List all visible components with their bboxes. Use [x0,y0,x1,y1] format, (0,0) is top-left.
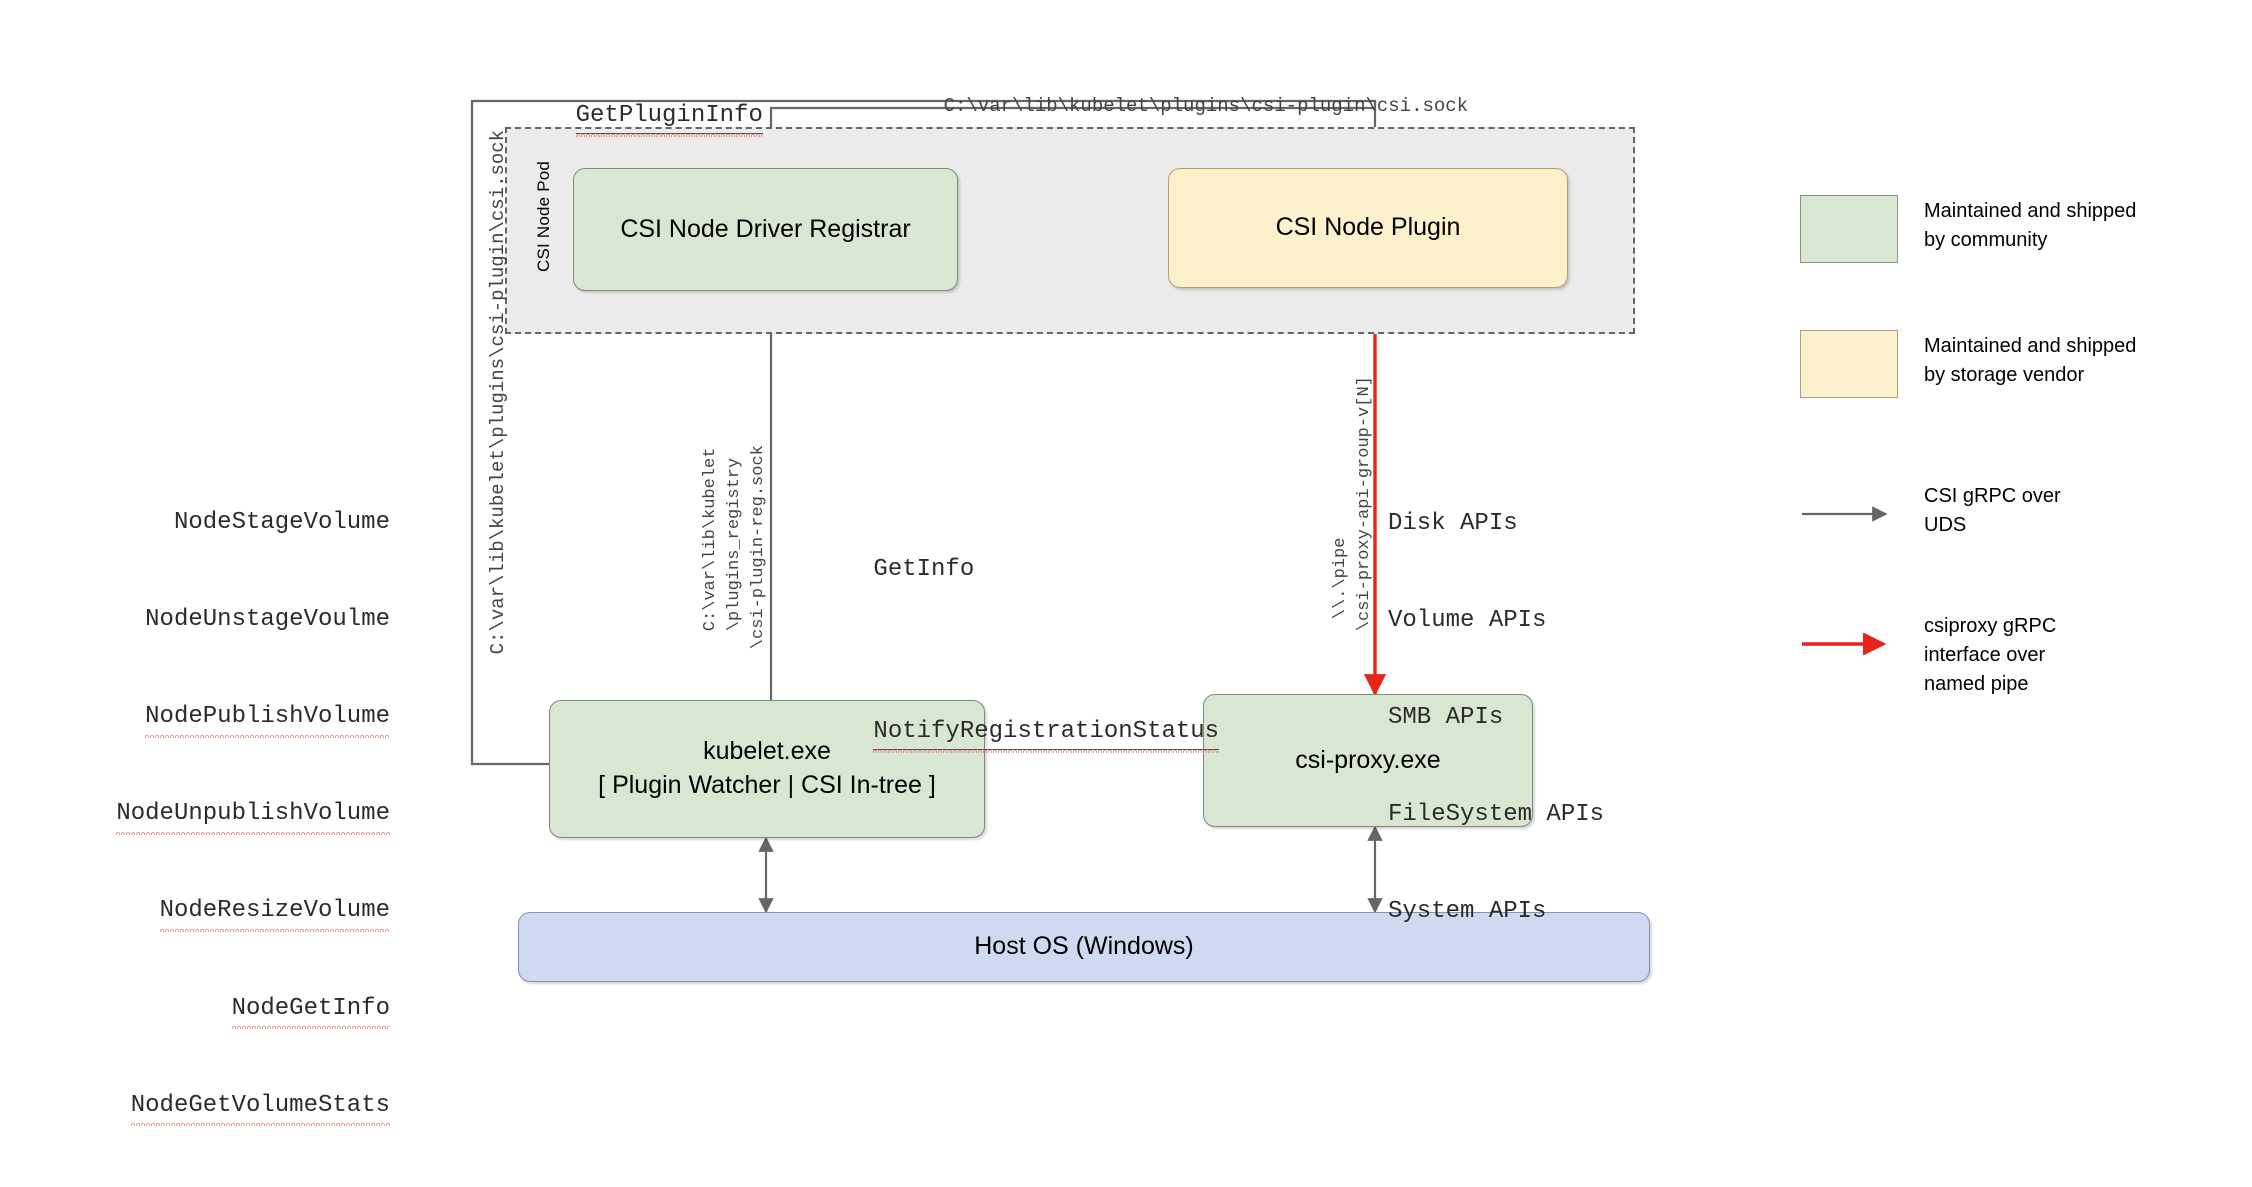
registrar-call-notify-registration-status: NotifyRegistrationStatus [873,716,1220,753]
kubelet-exe-title: kubelet.exe [703,737,831,766]
host-os-label: Host OS (Windows) [974,932,1194,961]
legend-label-csiproxy-named-pipe: csiproxy gRPC interface over named pipe [1924,615,2057,695]
csi-sock-path-top-label: C:\var\lib\kubelet\plugins\csi-plugin\cs… [898,69,1469,143]
legend-label-storage-vendor: Maintained and shipped by storage vendor [1924,335,2137,386]
legend-label-csi-grpc-uds: CSI gRPC over UDS [1924,485,2061,536]
node-csi-node-plugin[interactable]: CSI Node Plugin [1168,168,1568,288]
registrar-call-get-info: GetInfo [873,556,975,584]
rpc-list-item: NodeUnpublishVolume [80,798,390,836]
rpc-list-item: NodeStageVolume [80,507,390,539]
rpc-node-stage-volume: NodeStageVolume [173,508,390,536]
rpc-list-item: NodeGetInfo [80,993,391,1030]
csi-node-rpc-list: NodeStageVolume NodeUnstageVoulme NodePu… [80,442,391,1187]
api-volume: Volume APIs [1388,606,1547,634]
registrar-call-row: GetInfo [787,522,1219,619]
get-plugin-info-text: GetPluginInfo [575,100,764,138]
registry-sock-vertical-line-3: \csi-plugin-reg.sock [726,445,792,690]
api-smb: SMB APIs [1388,704,1504,732]
api-list-item: Disk APIs [1388,508,1604,540]
rpc-node-unpublish-volume: NodeUnpublishVolume [116,798,390,836]
rpc-list-item: NodeResizeVolume [80,895,391,933]
rpc-node-unstage-volume: NodeUnstageVoulme [145,605,390,633]
csi-proxy-exe-label: csi-proxy.exe [1295,745,1441,774]
legend: Maintained and shipped by community Main… [1800,180,2220,720]
csi-node-driver-registrar-label: CSI Node Driver Registrar [620,214,911,243]
legend-item-csiproxy-named-pipe: csiproxy gRPC interface over named pipe [1800,610,2056,699]
rpc-node-resize-volume: NodeResizeVolume [159,895,391,933]
kubelet-exe-subtitle: [ Plugin Watcher | CSI In-tree ] [598,771,936,799]
api-list-item: SMB APIs [1388,702,1604,734]
csi-node-plugin-label: CSI Node Plugin [1275,213,1461,242]
named-pipe-vertical-text-2: \csi-proxy-api-group-v[N] [1355,376,1375,632]
api-filesystem: FileSystem APIs [1388,801,1605,829]
node-csi-node-driver-registrar[interactable]: CSI Node Driver Registrar [573,168,958,291]
legend-label-community: Maintained and shipped by community [1924,200,2137,251]
legend-swatch-yellow-icon [1800,330,1898,398]
rpc-list-item: NodeUnstageVoulme [80,604,390,636]
get-plugin-info-label: GetPluginInfo [518,68,764,166]
rpc-node-publish-volume: NodePublishVolume [145,701,390,738]
legend-item-storage-vendor: Maintained and shipped by storage vendor [1800,330,2136,398]
legend-arrow-gray-icon [1800,480,1898,548]
api-disk: Disk APIs [1388,509,1518,537]
registry-sock-vertical-text-3: \csi-plugin-reg.sock [749,445,769,650]
rpc-node-get-info: NodeGetInfo [231,993,391,1030]
api-list-item: System APIs [1388,896,1604,928]
api-list-item: FileSystem APIs [1388,799,1604,831]
node-host-os[interactable]: Host OS (Windows) [518,912,1650,982]
legend-item-csi-grpc-uds: CSI gRPC over UDS [1800,480,2061,548]
rpc-list-item: NodePublishVolume [80,701,390,738]
registrar-call-labels: GetInfo NotifyRegistrationStatus [787,457,1220,847]
csi-sock-path-top-text: C:\var\lib\kubelet\plugins\csi-plugin\cs… [943,94,1469,117]
node-kubelet-exe[interactable]: kubelet.exe [ Plugin Watcher | CSI In-tr… [549,700,985,838]
rpc-list-item: NodeGetVolumeStats [80,1090,391,1127]
legend-item-community: Maintained and shipped by community [1800,195,2136,263]
diagram-canvas: CSI Node Pod CSI Node Driver Registrar C… [116,68,2220,1127]
csi-sock-path-vertical-label: C:\var\lib\kubelet\plugins\csi-plugin\cs… [461,130,535,700]
api-list-item: Volume APIs [1388,605,1604,637]
api-system: System APIs [1388,898,1547,926]
node-csi-proxy-exe[interactable]: csi-proxy.exe [1203,694,1533,827]
rpc-node-get-volume-stats: NodeGetVolumeStats [130,1090,391,1127]
csi-node-pod-label: CSI Node Pod [534,160,553,272]
legend-swatch-green-icon [1800,195,1898,263]
csi-sock-path-vertical-text: C:\var\lib\kubelet\plugins\csi-plugin\cs… [486,129,509,655]
registrar-call-row: NotifyRegistrationStatus [787,684,1220,782]
legend-arrow-red-icon [1800,610,1898,678]
csi-proxy-api-list: Disk APIs Volume APIs SMB APIs FileSyste… [1388,443,1604,994]
